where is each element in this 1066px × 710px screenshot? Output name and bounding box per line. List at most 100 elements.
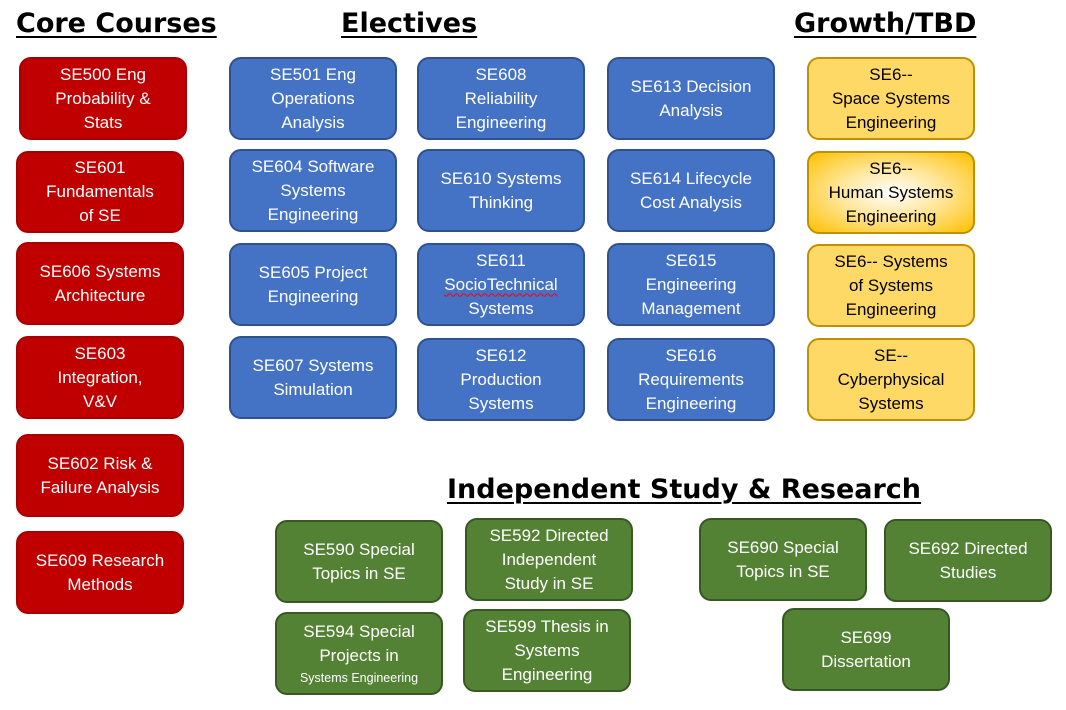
course-line: Analysis <box>659 100 723 120</box>
course-line: SE604 Software <box>251 156 375 176</box>
course-se690: SE690 Special Topics in SE <box>699 518 867 601</box>
course-line: Engineering <box>845 206 937 226</box>
course-line: SE606 Systems <box>39 261 161 281</box>
course-line: SE601 <box>74 158 126 177</box>
course-line: Systems <box>468 393 534 413</box>
course-line: Space Systems <box>831 88 951 108</box>
course-line: Systems <box>858 393 924 413</box>
course-se599: SE599 Thesis in Systems Engineering <box>463 609 631 692</box>
course-line: SE6-- Systems <box>834 251 948 271</box>
course-line: SE592 Directed <box>489 525 609 545</box>
course-se610: SE610 Systems Thinking <box>417 149 585 232</box>
course-line: SE599 Thesis in <box>485 616 609 636</box>
course-se590: SE590 Special Topics in SE <box>275 520 443 603</box>
course-line: Engineering <box>455 112 547 132</box>
course-se616: SE616 Requirements Engineering <box>607 338 775 421</box>
course-line: Engineering <box>267 204 359 224</box>
course-line: SE605 Project <box>258 262 368 282</box>
course-se692: SE692 Directed Studies <box>884 519 1052 602</box>
independent-study-heading: Independent Study & Research <box>447 474 922 505</box>
course-se609: SE609 Research Methods <box>16 531 184 614</box>
course-line: Studies <box>939 562 997 582</box>
course-line: Architecture <box>54 285 146 305</box>
course-se500: SE500 Eng Probability & Stats <box>19 57 187 140</box>
course-line: SE611 <box>476 250 526 270</box>
course-line: Probability & <box>55 88 151 108</box>
course-se607: SE607 Systems Simulation <box>229 336 397 419</box>
course-se614: SE614 Lifecycle Cost Analysis <box>607 149 775 232</box>
course-line: SE615 <box>665 250 717 270</box>
course-se6-human-systems: SE6-- Human Systems Engineering <box>807 151 975 234</box>
course-se6-systems-of-systems: SE6-- Systems of Systems Engineering <box>807 244 975 327</box>
course-line: Management <box>641 298 741 318</box>
course-se601: SE601 Fundamentals of SE <box>16 151 184 233</box>
course-se602: SE602 Risk & Failure Analysis <box>16 434 184 517</box>
core-courses-heading: Core Courses <box>16 8 217 39</box>
course-line: SE616 <box>665 345 717 365</box>
course-line: Engineering <box>501 664 593 684</box>
course-line: Engineering <box>645 393 737 413</box>
course-line: SE6-- <box>869 158 913 178</box>
course-line: Cost Analysis <box>639 192 743 212</box>
course-se613: SE613 Decision Analysis <box>607 57 775 140</box>
course-line: Engineering <box>267 286 359 306</box>
course-line: Production <box>460 369 542 389</box>
course-line: Cyberphysical <box>837 369 945 389</box>
course-line: SE699 <box>840 627 892 647</box>
course-line: Engineering <box>645 274 737 294</box>
course-line: Projects in <box>319 645 399 665</box>
course-line: Systems <box>468 298 534 318</box>
course-se611: SE611 SocioTechnical Systems <box>417 243 585 326</box>
course-line: SE612 <box>475 345 527 365</box>
course-line: SE613 Decision <box>630 76 752 96</box>
course-line: Failure Analysis <box>40 477 160 497</box>
course-line: SE-- <box>874 345 908 365</box>
course-line: Dissertation <box>821 651 911 671</box>
course-line: SE609 Research <box>35 550 165 570</box>
course-line: Topics in SE <box>736 561 830 581</box>
course-se699: SE699 Dissertation <box>782 608 950 691</box>
course-line: Analysis <box>281 112 345 132</box>
course-line: Fundamentals <box>46 182 154 201</box>
course-line: SE610 Systems <box>440 168 562 188</box>
course-se592: SE592 Directed Independent Study in SE <box>465 518 633 601</box>
course-line: Reliability <box>464 88 538 108</box>
course-line: of SE <box>79 206 121 225</box>
course-se604: SE604 Software Systems Engineering <box>229 149 397 232</box>
course-line: SE500 Eng <box>59 64 146 84</box>
course-line: Human Systems <box>828 182 954 202</box>
course-se594: SE594 Special Projects in Systems Engine… <box>275 612 443 695</box>
course-line: Stats <box>83 112 123 132</box>
course-se608: SE608 Reliability Engineering <box>417 57 585 140</box>
course-line: Methods <box>67 574 133 594</box>
course-line: SE690 Special <box>727 537 839 557</box>
course-line: Systems <box>280 180 346 200</box>
course-line: Systems Engineering <box>299 670 419 685</box>
course-line: SE692 Directed <box>908 538 1028 558</box>
course-line: Systems <box>514 640 580 660</box>
course-line: SE594 Special <box>303 621 415 641</box>
course-se605: SE605 Project Engineering <box>229 243 397 326</box>
course-line: Simulation <box>273 379 353 399</box>
course-line: SocioTechnical <box>444 274 558 294</box>
course-se-cyberphysical: SE-- Cyberphysical Systems <box>807 338 975 421</box>
growth-tbd-heading: Growth/TBD <box>794 8 977 39</box>
course-se612: SE612 Production Systems <box>417 338 585 421</box>
course-line: Engineering <box>845 112 937 132</box>
course-line: SE590 Special <box>303 539 415 559</box>
course-se606: SE606 Systems Architecture <box>16 242 184 325</box>
course-line: SE501 Eng <box>269 64 356 84</box>
course-line: Requirements <box>638 369 744 389</box>
course-line: Engineering <box>845 299 937 319</box>
course-se6-space-systems: SE6-- Space Systems Engineering <box>807 57 975 140</box>
course-line: SE614 Lifecycle <box>630 168 752 188</box>
course-se603: SE603 Integration, V&V <box>16 336 184 419</box>
course-line: SE603 <box>74 343 126 363</box>
course-line: SE607 Systems <box>252 355 374 375</box>
course-line: Integration, <box>57 367 143 387</box>
course-line: Independent <box>501 549 597 569</box>
course-line: SE6-- <box>869 64 913 84</box>
course-line: V&V <box>82 391 118 411</box>
course-line: SE608 <box>475 64 527 84</box>
course-line: Topics in SE <box>312 563 406 583</box>
